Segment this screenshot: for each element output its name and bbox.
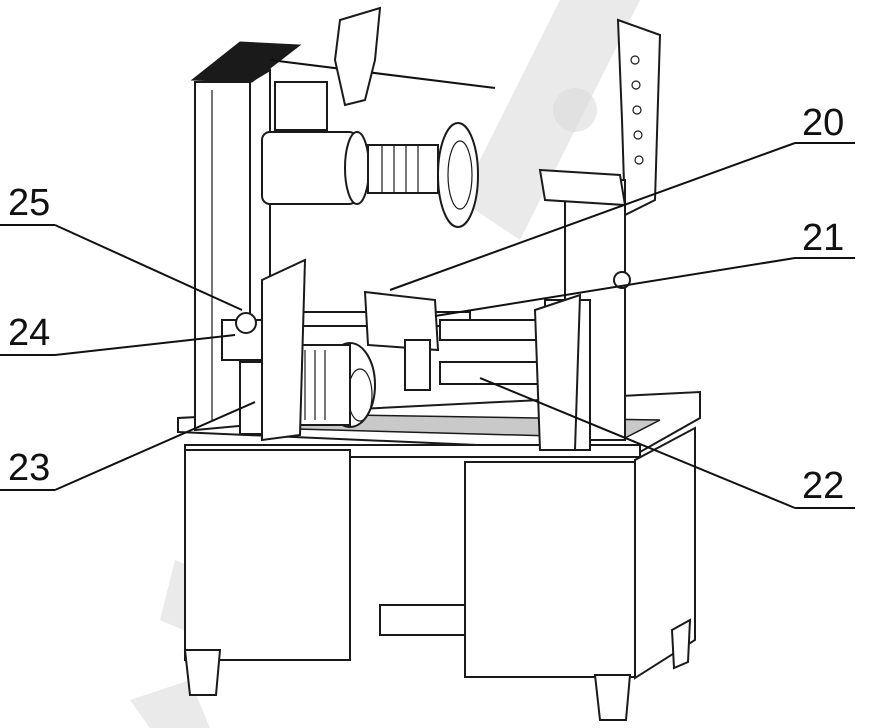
leader-lines: [0, 142, 855, 509]
shaft-assembly: [221, 258, 631, 451]
callout-23: 23: [8, 447, 50, 489]
leader-line-20-diag: [389, 142, 796, 291]
leader-line-23-diag: [54, 401, 256, 491]
callout-25: 25: [8, 182, 50, 224]
callout-20: 20: [802, 102, 844, 144]
leader-line-24-diag: [54, 334, 236, 356]
leader-line-22-diag: [479, 377, 796, 509]
leader-line-25-diag: [54, 224, 243, 311]
callout-labels: 20 21 22 25 24 23: [8, 102, 844, 507]
callout-22: 22: [802, 465, 844, 507]
leader-line-21-diag: [434, 257, 796, 317]
callout-21: 21: [802, 217, 844, 259]
callout-24: 24: [8, 312, 50, 354]
workbench: [177, 390, 701, 721]
upper-motor: [261, 6, 496, 228]
